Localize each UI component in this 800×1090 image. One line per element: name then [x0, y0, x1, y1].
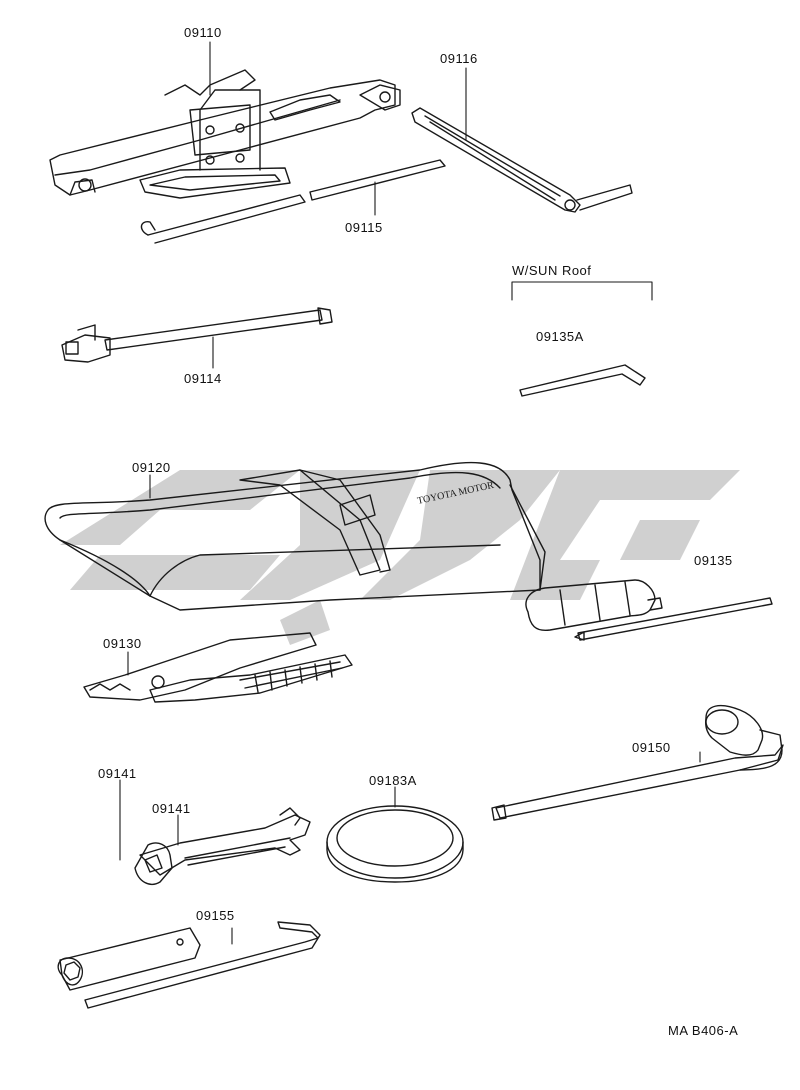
diagram-code: MA B406-A [668, 1023, 739, 1038]
label-pliers: 09130 [103, 636, 142, 651]
label-screwdriver: 09135 [694, 553, 733, 568]
tool-bag [44, 461, 546, 611]
label-jack-handle-rod: 09114 [184, 371, 222, 386]
pliers [83, 632, 353, 703]
sunroof-bracket [511, 281, 653, 301]
label-jack: 09110 [184, 25, 222, 40]
jack-handle-extension [140, 159, 446, 244]
sunroof-wrench [519, 364, 646, 397]
label-cover: 09183A [369, 773, 417, 788]
label-hub-nut-wrench: 09150 [632, 740, 671, 755]
screwdriver [525, 579, 773, 641]
label-jack-handle: 09116 [440, 51, 478, 66]
cover-disc [326, 805, 464, 883]
label-option: W/SUN Roof [512, 263, 592, 278]
watermark-logo [60, 470, 740, 645]
wrench-set [134, 807, 311, 886]
hub-nut-wrench [491, 704, 784, 821]
jack-handle [411, 107, 633, 213]
label-wrench-outer: 09141 [98, 766, 137, 781]
plug-wrench [57, 921, 321, 1009]
label-tool-bag: 09120 [132, 460, 171, 475]
label-wrench-inner: 09141 [152, 801, 191, 816]
label-sunroof-wrench: 09135A [536, 329, 584, 344]
scissor-jack [49, 69, 401, 199]
label-jack-handle-extension: 09115 [345, 220, 383, 235]
jack-handle-rod [61, 307, 333, 363]
label-plug-wrench: 09155 [196, 908, 235, 923]
